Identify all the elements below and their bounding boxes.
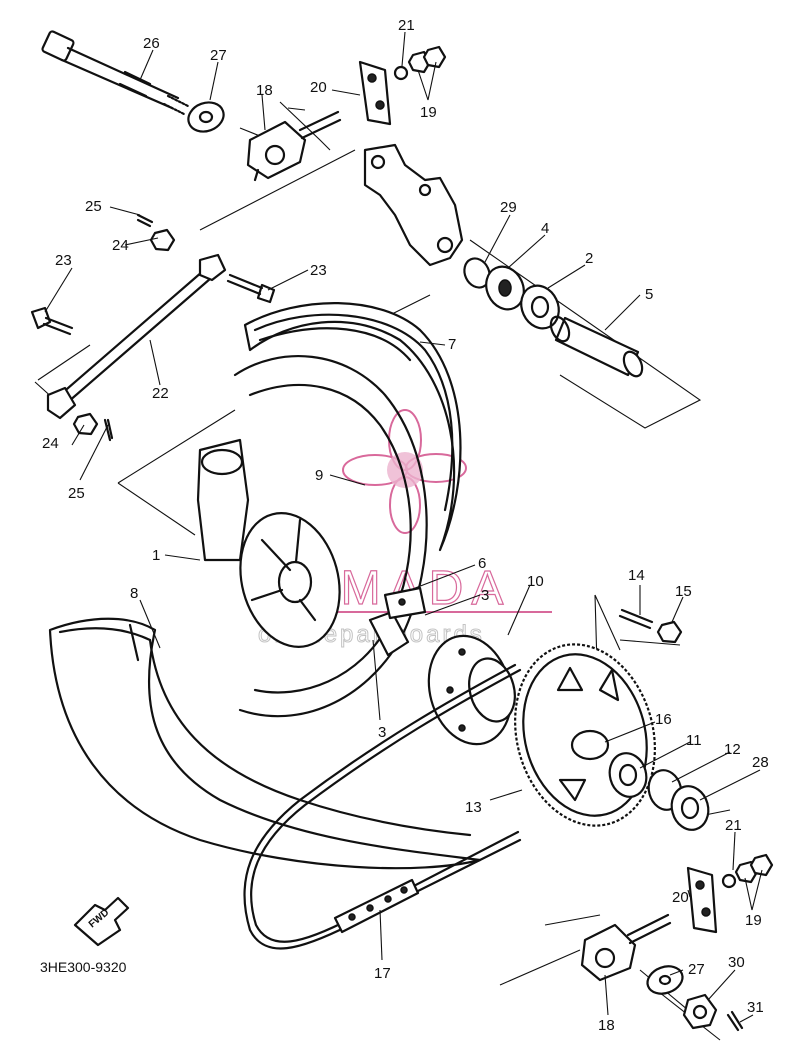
fender-part xyxy=(48,617,482,870)
callout-24-lower: 24 xyxy=(42,435,59,452)
callout-27: 27 xyxy=(210,47,227,64)
axle-nut-part xyxy=(682,993,718,1030)
callout-6: 6 xyxy=(478,555,486,572)
callout-4: 4 xyxy=(541,220,549,237)
rear-sprocket-part xyxy=(514,643,656,827)
chain-adjuster-part xyxy=(580,913,672,982)
diagram-code: 3HE300-9320 xyxy=(40,959,127,975)
callout-numbers: 26 27 18 20 21 19 29 4 2 5 7 25 24 23 23… xyxy=(42,17,769,1034)
callout-17: 17 xyxy=(374,965,391,982)
sprocket-hub-part xyxy=(368,586,516,746)
nut-part xyxy=(393,45,447,81)
stud-nut-part xyxy=(618,608,683,644)
callout-13: 13 xyxy=(465,799,482,816)
callout-18-lower: 18 xyxy=(598,1017,615,1034)
callout-leaders xyxy=(44,31,763,1023)
adjuster-plate-part xyxy=(358,60,392,126)
nut-part xyxy=(72,228,176,436)
callout-5: 5 xyxy=(645,286,653,303)
callout-21-lower: 21 xyxy=(725,817,742,834)
callout-20-lower: 20 xyxy=(672,889,689,906)
callout-31: 31 xyxy=(747,999,764,1016)
callout-3-upper: 3 xyxy=(481,587,489,604)
chain-adjuster-part xyxy=(246,110,342,182)
callout-8: 8 xyxy=(130,585,138,602)
callout-27-lower: 27 xyxy=(688,961,705,978)
nut-part xyxy=(721,853,774,889)
callout-16: 16 xyxy=(655,711,672,728)
callout-21: 21 xyxy=(398,17,415,34)
callout-28: 28 xyxy=(752,754,769,771)
drive-chain-part xyxy=(243,663,522,950)
washer-part xyxy=(646,965,684,995)
callout-1: 1 xyxy=(152,547,160,564)
axle-bolt-part xyxy=(41,30,190,116)
callout-15: 15 xyxy=(675,583,692,600)
fwd-arrow-icon: FWD xyxy=(73,896,130,947)
callout-22: 22 xyxy=(152,385,169,402)
callout-2: 2 xyxy=(585,250,593,267)
callout-30: 30 xyxy=(728,954,745,971)
bearing-part xyxy=(608,752,710,831)
callout-26: 26 xyxy=(143,35,160,52)
callout-23: 23 xyxy=(55,252,72,269)
callout-23-right: 23 xyxy=(310,262,327,279)
callout-19: 19 xyxy=(420,104,437,121)
callout-25: 25 xyxy=(85,198,102,215)
caliper-bracket-part xyxy=(363,143,464,267)
callout-20: 20 xyxy=(310,79,327,96)
cotter-pin-part xyxy=(103,213,154,442)
washer-part xyxy=(187,101,225,133)
callout-25-lower: 25 xyxy=(68,485,85,502)
callout-3-lower: 3 xyxy=(378,724,386,741)
callout-7: 7 xyxy=(448,336,456,353)
callout-9: 9 xyxy=(315,467,323,484)
callout-18: 18 xyxy=(256,82,273,99)
callout-29: 29 xyxy=(500,199,517,216)
cotter-pin-part xyxy=(726,1010,744,1032)
callout-11: 11 xyxy=(686,732,702,749)
torque-rod-part xyxy=(46,253,227,420)
bolt-part xyxy=(30,273,276,336)
callout-10: 10 xyxy=(527,573,544,590)
spacer-part xyxy=(549,315,644,378)
callout-19-lower: 19 xyxy=(745,912,762,929)
flower-icon xyxy=(342,409,467,534)
bearing-part xyxy=(463,257,560,330)
callout-14: 14 xyxy=(628,567,645,584)
adjuster-plate-part xyxy=(686,866,718,934)
tire-part xyxy=(243,302,462,552)
rear-wheel-part xyxy=(196,355,428,718)
callout-24: 24 xyxy=(112,237,129,254)
callout-12: 12 xyxy=(724,741,741,758)
